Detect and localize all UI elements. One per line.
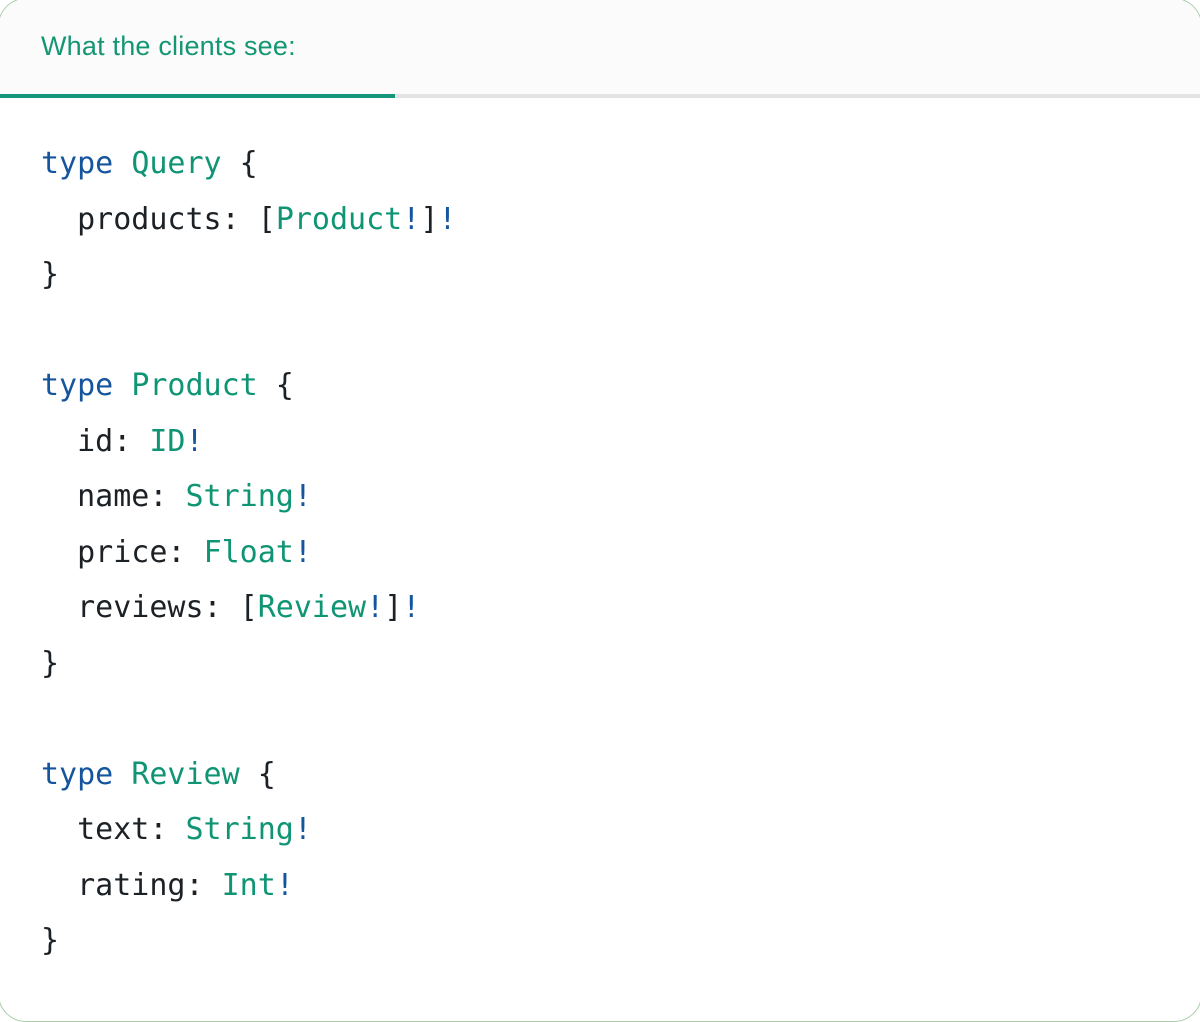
code-token-pl: name: xyxy=(41,479,186,514)
code-token-pl: { xyxy=(239,756,276,792)
code-line: type Review { xyxy=(41,747,1181,803)
code-line: } xyxy=(41,247,1181,303)
code-line: name: String! xyxy=(41,469,1181,525)
tab-label: What the clients see: xyxy=(41,31,296,61)
code-line: type Query { xyxy=(41,136,1181,192)
code-line: products: [Product!]! xyxy=(41,192,1181,248)
code-token-pl: price: xyxy=(41,534,204,570)
code-token-pl xyxy=(113,368,131,403)
code-token-bg: ! xyxy=(293,479,312,514)
code-token-bg: ! xyxy=(366,590,385,625)
code-token-kw: type xyxy=(41,368,114,403)
code-token-ty: Float xyxy=(203,534,294,570)
code-token-bg: ! xyxy=(275,867,294,903)
code-token-pl xyxy=(113,757,131,792)
code-token-pl: } xyxy=(41,923,60,958)
code-token-bg: ! xyxy=(402,590,421,625)
code-token-ty: Int xyxy=(221,867,276,903)
code-line: text: String! xyxy=(41,802,1181,858)
schema-code-block: type Query { products: [Product!]!} type… xyxy=(41,136,1181,969)
code-token-ty: Review xyxy=(257,590,367,625)
code-token-ty: Product xyxy=(131,368,258,403)
code-token-kw: type xyxy=(41,756,114,792)
code-token-pl: { xyxy=(257,368,294,403)
code-token-kw: type xyxy=(41,146,114,181)
active-tab-indicator xyxy=(0,94,395,98)
code-token-ty: Query xyxy=(131,146,222,181)
code-line: id: ID! xyxy=(41,414,1181,470)
code-token-ty: Product xyxy=(275,201,403,237)
code-area: type Query { products: [Product!]!} type… xyxy=(0,98,1200,969)
code-line xyxy=(41,691,1181,747)
code-token-ty: ID xyxy=(149,423,186,459)
code-line: type Product { xyxy=(41,358,1181,414)
code-line: rating: Int! xyxy=(41,858,1181,914)
code-token-pl: products: [ xyxy=(41,201,276,237)
code-token-ty: Review xyxy=(131,756,240,792)
code-token-pl: { xyxy=(221,146,258,181)
code-token-bg: ! xyxy=(402,201,421,237)
code-token-pl xyxy=(113,146,131,181)
code-token-pl: rating: xyxy=(41,867,222,903)
code-line xyxy=(41,303,1181,359)
code-token-pl: ] xyxy=(420,201,439,237)
code-line: price: Float! xyxy=(41,525,1181,581)
code-token-pl: } xyxy=(41,645,60,681)
code-token-bg: ! xyxy=(293,534,312,570)
tab-bar: What the clients see: xyxy=(0,0,1200,98)
code-token-bg: ! xyxy=(293,812,312,847)
code-line: } xyxy=(41,636,1181,692)
code-token-pl: } xyxy=(41,257,60,292)
code-line: } xyxy=(41,913,1181,969)
code-token-bg: ! xyxy=(185,423,204,459)
code-token-bg: ! xyxy=(438,201,457,237)
tab-what-clients-see[interactable]: What the clients see: xyxy=(0,0,395,94)
code-token-pl: reviews: [ xyxy=(41,590,258,625)
code-token-pl: id: xyxy=(41,423,150,459)
code-token-pl: ] xyxy=(384,590,403,625)
code-token-pl: text: xyxy=(41,812,186,847)
code-token-ty: String xyxy=(185,479,294,514)
code-token-ty: String xyxy=(185,812,294,847)
code-line: reviews: [Review!]! xyxy=(41,580,1181,636)
